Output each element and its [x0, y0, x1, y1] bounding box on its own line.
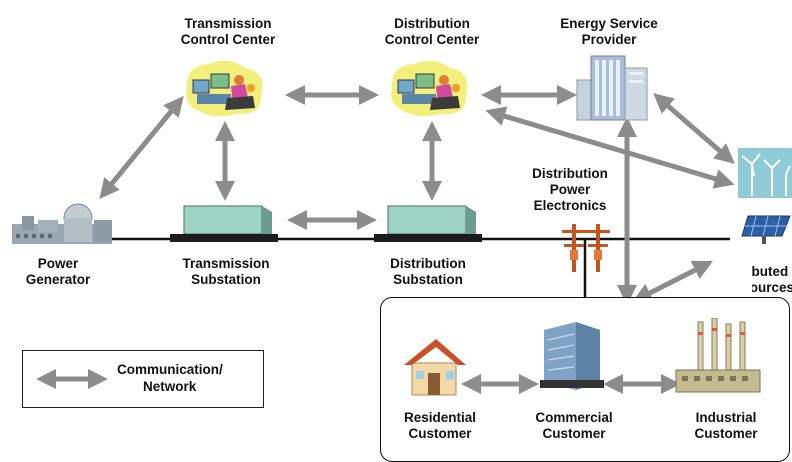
label-line: Substation — [191, 272, 261, 287]
label-distributed-resources: Distributed Resources — [752, 264, 792, 296]
label-transmission-control-center: Transmission Control Center — [181, 16, 276, 48]
label-distribution-power-electronics: Distribution Power Electronics — [532, 166, 608, 214]
solar-panel-icon — [741, 215, 791, 244]
label-line: Distributed — [752, 264, 789, 279]
label-line: Customer — [694, 426, 758, 441]
label-line: Transmission — [182, 256, 270, 271]
label-line: Industrial — [695, 410, 757, 425]
legend-label: Communication/ Network — [117, 361, 223, 395]
label-transmission-substation: Transmission Substation — [182, 256, 269, 288]
house-icon — [404, 339, 466, 396]
control-center-icon — [186, 60, 263, 117]
label-line: Generator — [25, 272, 91, 287]
label-line: Transmission — [184, 16, 272, 31]
label-line: Power — [37, 256, 79, 271]
legend-line: Communication/ — [117, 362, 223, 377]
label-line: Substation — [393, 272, 463, 287]
label-line: Provider — [581, 32, 637, 47]
utility-pole-icon — [562, 224, 610, 272]
label-residential-customer: Residential Customer — [404, 410, 476, 442]
factory-icon — [675, 318, 761, 393]
label-industrial-customer: Industrial Customer — [694, 410, 757, 442]
label-line: Residential — [403, 410, 477, 425]
label-line: Electronics — [533, 198, 607, 213]
label-power-generator: Power Generator — [26, 256, 91, 288]
label-distribution-substation: Distribution Substation — [390, 256, 466, 288]
label-line: Commercial — [535, 410, 613, 425]
legend-box: Communication/ Network — [22, 350, 264, 408]
label-line: Control Center — [384, 32, 480, 47]
legend-arrow-icon — [36, 369, 108, 389]
substation-icon — [374, 205, 482, 242]
label-line: Distribution — [394, 16, 470, 31]
label-line: Distribution — [390, 256, 466, 271]
arrow-customers-resources — [631, 260, 714, 303]
label-line: Power — [549, 182, 591, 197]
label-commercial-customer: Commercial Customer — [535, 410, 612, 442]
office-building-icon — [576, 55, 648, 121]
label-line: Customer — [542, 426, 606, 441]
substation-icon — [170, 205, 278, 242]
wind-turbine-icon — [738, 148, 792, 198]
power-plant-icon — [12, 203, 112, 244]
arrow-esp-resources — [653, 93, 735, 164]
label-line: Distribution — [532, 166, 608, 181]
arrow-dcc-resources — [485, 106, 735, 189]
label-energy-service-provider: Energy Service Provider — [560, 16, 658, 48]
office-tower-icon — [540, 322, 604, 390]
label-line: Resources — [752, 280, 792, 295]
arrow-generator-tcc — [99, 96, 184, 199]
label-line: Energy Service — [560, 16, 658, 31]
label-line: Control Center — [180, 32, 276, 47]
label-distribution-control-center: Distribution Control Center — [385, 16, 480, 48]
control-center-icon — [391, 60, 468, 117]
label-line: Customer — [408, 426, 472, 441]
legend-line: Network — [143, 379, 197, 394]
